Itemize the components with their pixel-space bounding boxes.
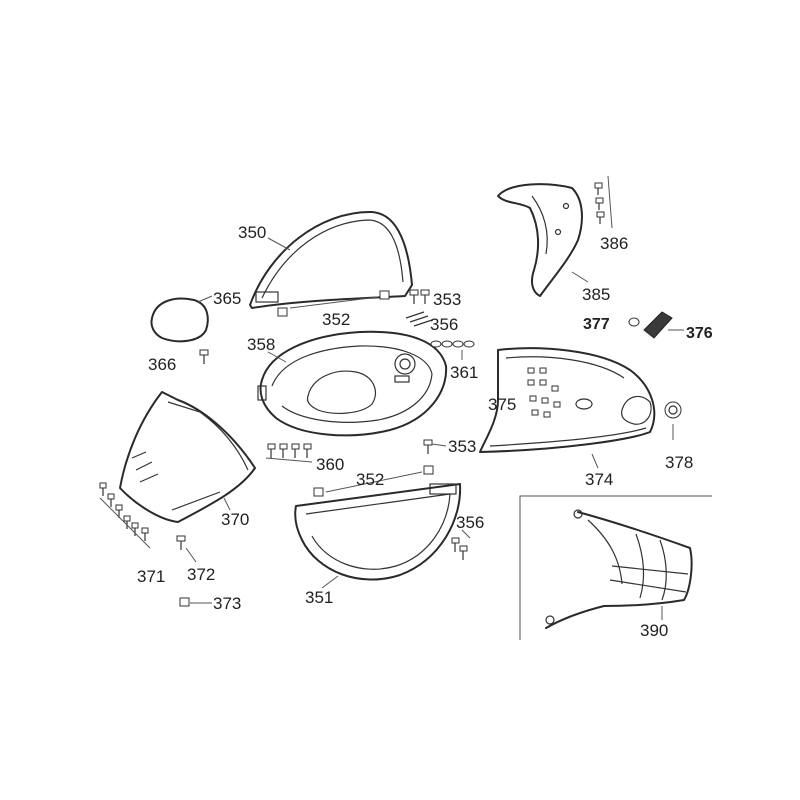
label-366: 366	[148, 355, 176, 374]
part-358-storage-box	[257, 330, 448, 437]
leader-358	[267, 351, 287, 363]
part-390-luggage-rack	[545, 509, 693, 629]
label-386: 386	[600, 234, 628, 253]
part-370-leg-shield	[119, 391, 256, 523]
part-356-washers-upper	[405, 311, 433, 327]
label-353-lower: 353	[448, 437, 476, 456]
label-361: 361	[450, 363, 478, 382]
label-352-lower: 352	[356, 470, 384, 489]
part-385-rear-cover	[497, 183, 583, 297]
part-352-clip-lower	[313, 465, 434, 497]
label-377: 377	[583, 316, 610, 333]
part-353-bolts-upper	[409, 289, 430, 304]
label-372: 372	[187, 565, 215, 584]
part-378-nut	[664, 401, 682, 440]
label-356-lower: 356	[456, 513, 484, 532]
label-370: 370	[221, 510, 249, 529]
part-353-bolt-lower	[423, 439, 447, 454]
label-350: 350	[238, 223, 266, 242]
part-372-screw	[176, 535, 197, 563]
part-352-clip-upper	[277, 290, 390, 317]
part-386-screws	[594, 175, 613, 229]
leader-370	[223, 497, 231, 511]
label-376: 376	[686, 325, 713, 342]
leader-365	[197, 295, 213, 303]
part-350-front-cover	[249, 211, 413, 309]
label-371: 371	[137, 567, 165, 586]
part-365-plate	[150, 297, 209, 343]
part-374-rear-body	[479, 347, 656, 453]
label-375: 375	[488, 395, 516, 414]
part-361-washers	[430, 340, 475, 360]
label-353-upper: 353	[433, 290, 461, 309]
label-358: 358	[247, 335, 275, 354]
part-377-screw	[628, 317, 640, 327]
part-390-inset-frame	[519, 495, 712, 640]
leader-351	[321, 575, 339, 589]
label-385: 385	[582, 285, 610, 304]
label-365: 365	[213, 289, 241, 308]
leader-374	[591, 453, 599, 469]
part-351-rear-cover	[294, 483, 462, 581]
part-356-washers-lower	[451, 529, 471, 560]
part-366-screw	[199, 349, 209, 364]
leader-385	[571, 271, 589, 283]
part-360-bolts	[265, 443, 313, 463]
label-360: 360	[316, 455, 344, 474]
part-375-bolts	[527, 367, 561, 418]
label-390: 390	[640, 621, 668, 640]
label-374: 374	[585, 470, 613, 489]
label-352-upper: 352	[322, 310, 350, 329]
leader-350	[267, 237, 291, 251]
part-376-reflector	[643, 311, 684, 339]
label-373: 373	[213, 594, 241, 613]
label-356-upper: 356	[430, 315, 458, 334]
label-351: 351	[305, 588, 333, 607]
part-371-screws	[99, 482, 151, 549]
label-378: 378	[665, 453, 693, 472]
part-373-clip	[179, 597, 212, 607]
